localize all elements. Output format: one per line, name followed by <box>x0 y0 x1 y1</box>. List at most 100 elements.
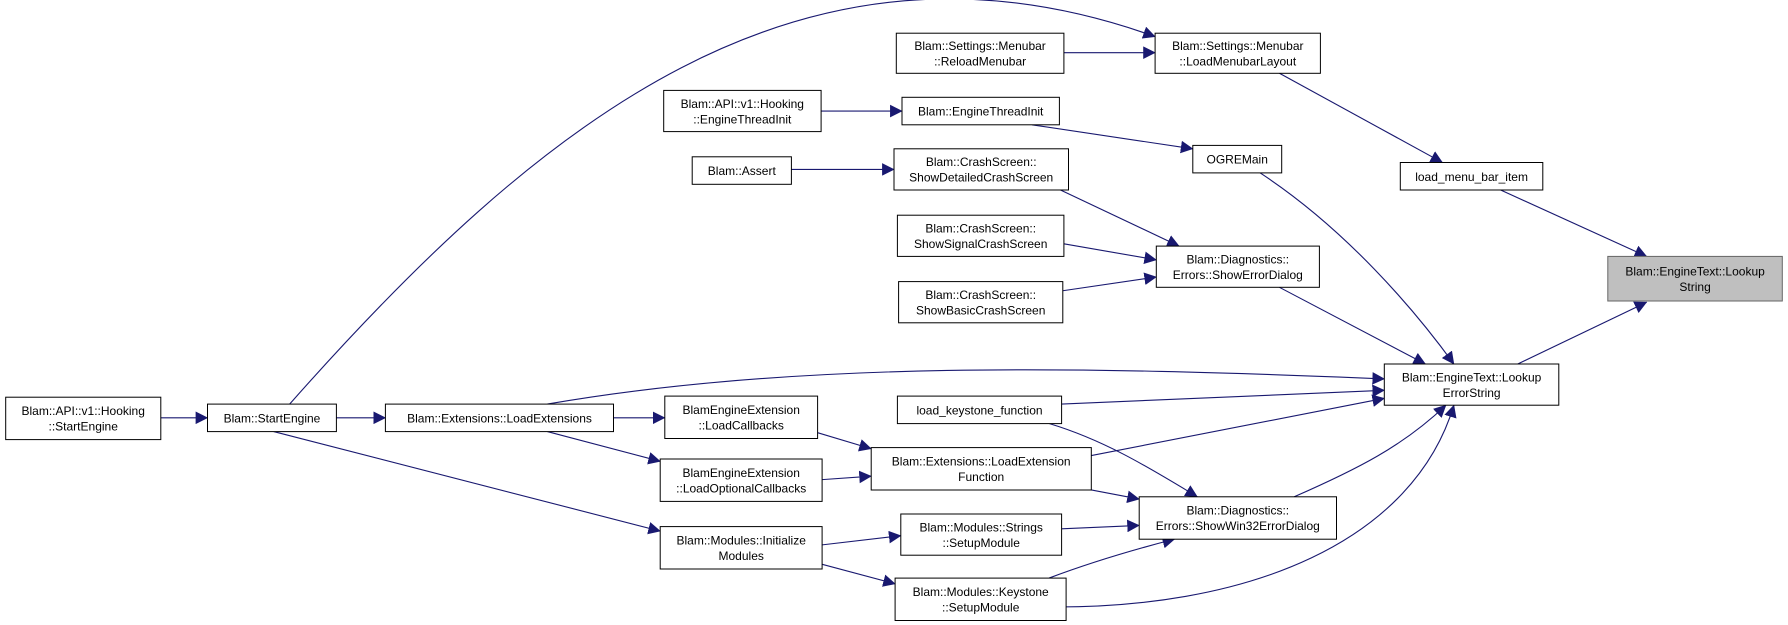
graph-node-load-menubar-layout[interactable]: Blam::Settings::Menubar::LoadMenubarLayo… <box>1154 32 1321 74</box>
call-edge-show_detailed-to-show_error_dialog <box>1060 190 1180 247</box>
node-label-line: ShowBasicCrashScreen <box>916 303 1045 317</box>
call-edge-show_error_dialog-to-lookup_error <box>1279 287 1426 364</box>
node-label-line: ShowDetailedCrashScreen <box>909 171 1053 185</box>
graph-node-reload-menubar[interactable]: Blam::Settings::Menubar::ReloadMenubar <box>895 32 1065 74</box>
node-box <box>895 32 1065 74</box>
graph-node-load-extensions[interactable]: Blam::Extensions::LoadExtensions <box>384 403 614 433</box>
call-edge-load_menu_item-to-root <box>1501 190 1648 258</box>
node-label-line: Blam::Assert <box>708 164 777 178</box>
node-box <box>900 513 1063 556</box>
node-label-line: load_keystone_function <box>916 403 1042 417</box>
graph-node-strings-setup[interactable]: Blam::Modules::Strings::SetupModule <box>900 513 1063 556</box>
node-label-line: Blam::Modules::Initialize <box>677 534 807 548</box>
node-label-line: Blam::Diagnostics:: <box>1186 253 1289 267</box>
call-edge-strings_setup-to-show_win32 <box>1062 519 1140 533</box>
node-box <box>1607 255 1783 302</box>
call-edge-init_modules-to-keystone_setup <box>822 564 896 587</box>
node-label-line: Blam::EngineText::Lookup <box>1625 265 1765 279</box>
node-label-line: Blam::Settings::Menubar <box>914 39 1045 53</box>
call-edge-load_keystone-to-lookup_error <box>1062 384 1385 404</box>
graph-node-show-error-dialog[interactable]: Blam::Diagnostics::Errors::ShowErrorDial… <box>1155 245 1320 288</box>
graph-node-api-hook-thread[interactable]: Blam::API::v1::Hooking::EngineThreadInit <box>663 89 822 133</box>
node-label-line: Blam::EngineText::Lookup <box>1402 370 1542 384</box>
node-box <box>1383 363 1560 406</box>
node-box <box>207 403 337 433</box>
graph-node-show-win32[interactable]: Blam::Diagnostics::Errors::ShowWin32Erro… <box>1138 496 1337 540</box>
node-label-line: ::SetupModule <box>942 601 1020 615</box>
node-box <box>691 156 792 185</box>
node-label-line: Blam::StartEngine <box>224 411 321 425</box>
node-box <box>1399 162 1544 191</box>
call-edge-lookup_error-to-root <box>1518 302 1648 364</box>
node-label-line: Function <box>958 470 1004 484</box>
node-label-line: Blam::Modules::Strings <box>920 520 1043 534</box>
graph-node-load-keystone[interactable]: load_keystone_function <box>896 395 1063 425</box>
node-box <box>896 395 1063 425</box>
node-label-line: Blam::Diagnostics:: <box>1186 504 1289 518</box>
node-label-line: Blam::CrashScreen:: <box>925 288 1036 302</box>
graph-node-assert[interactable]: Blam::Assert <box>691 156 792 185</box>
node-box <box>901 96 1060 126</box>
graph-node-engine-thread-init[interactable]: Blam::EngineThreadInit <box>901 96 1060 126</box>
node-label-line: Blam::Extensions::LoadExtensions <box>407 411 592 425</box>
node-box <box>5 396 162 441</box>
node-label-line: BlamEngineExtension <box>682 466 799 480</box>
node-box <box>1192 144 1283 174</box>
call-edge-load_extensions-to-lookup_error <box>547 370 1385 404</box>
node-label-line: Blam::Modules::Keystone <box>913 585 1049 599</box>
call-edge-ogremain-to-lookup_error <box>1260 173 1454 365</box>
node-label-line: OGREMain <box>1207 153 1268 167</box>
node-box <box>659 458 823 502</box>
graph-node-load-menu-item[interactable]: load_menu_bar_item <box>1399 162 1544 191</box>
call-edge-load_ext_function-to-lookup_error <box>1091 394 1385 455</box>
node-label-line: Blam::Extensions::LoadExtension <box>892 455 1071 469</box>
call-edge-keystone_setup-to-show_win32 <box>1049 536 1176 578</box>
node-label-line: ::ReloadMenubar <box>934 55 1026 69</box>
node-label-line: Blam::CrashScreen:: <box>926 155 1037 169</box>
node-box <box>893 148 1069 191</box>
graph-node-show-signal[interactable]: Blam::CrashScreen::ShowSignalCrashScreen <box>896 214 1065 257</box>
graph-node-api-hook-start[interactable]: Blam::API::v1::Hooking::StartEngine <box>5 396 162 441</box>
node-box <box>1155 245 1320 288</box>
node-box <box>1138 496 1337 540</box>
graph-node-ogremain[interactable]: OGREMain <box>1192 144 1283 174</box>
node-label-line: ::LoadMenubarLayout <box>1179 55 1296 69</box>
graph-node-keystone-setup[interactable]: Blam::Modules::Keystone::SetupModule <box>894 577 1067 621</box>
node-label-line: load_menu_bar_item <box>1415 170 1528 184</box>
graph-node-show-basic[interactable]: Blam::CrashScreen::ShowBasicCrashScreen <box>898 281 1064 324</box>
edge-group <box>161 0 1648 607</box>
node-label-line: ::LoadCallbacks <box>699 419 784 433</box>
node-box <box>870 447 1092 491</box>
call-edge-start_engine-to-init_modules <box>274 432 661 535</box>
node-label-line: Errors::ShowErrorDialog <box>1173 268 1303 282</box>
node-label-line: ::StartEngine <box>49 420 119 434</box>
node-label-line: ::LoadOptionalCallbacks <box>676 481 806 495</box>
node-label-line: Blam::API::v1::Hooking <box>22 404 145 418</box>
call-edge-load_optional-to-load_ext_function <box>822 470 872 484</box>
call-edge-load_ext_function-to-show_win32 <box>1091 490 1140 504</box>
node-box <box>664 395 819 440</box>
graph-node-start-engine[interactable]: Blam::StartEngine <box>207 403 337 433</box>
call-edge-load_callbacks-to-load_ext_function <box>818 433 872 452</box>
node-label-line: ErrorString <box>1443 386 1501 400</box>
graph-node-load-callbacks[interactable]: BlamEngineExtension::LoadCallbacks <box>664 395 819 440</box>
call-edge-load_menubar_layout-to-load_menu_item <box>1279 73 1444 162</box>
call-edge-load_keystone-to-show_win32 <box>1049 424 1198 497</box>
node-label-line: Blam::API::v1::Hooking <box>681 97 804 111</box>
call-edge-show_signal-to-show_error_dialog <box>1064 244 1157 265</box>
node-box <box>659 526 823 570</box>
edge-layer <box>161 0 1648 607</box>
graph-node-load-optional[interactable]: BlamEngineExtension::LoadOptionalCallbac… <box>659 458 823 502</box>
node-label-line: Errors::ShowWin32ErrorDialog <box>1156 519 1320 533</box>
node-label-line: Modules <box>719 549 764 563</box>
graph-node-show-detailed[interactable]: Blam::CrashScreen::ShowDetailedCrashScre… <box>893 148 1069 191</box>
call-edge-show_win32-to-lookup_error <box>1294 405 1447 497</box>
node-label-line: Blam::Settings::Menubar <box>1172 39 1303 53</box>
node-label-line: Blam::CrashScreen:: <box>925 222 1036 236</box>
call-edge-start_engine-to-load_menubar_layout <box>290 0 1156 404</box>
